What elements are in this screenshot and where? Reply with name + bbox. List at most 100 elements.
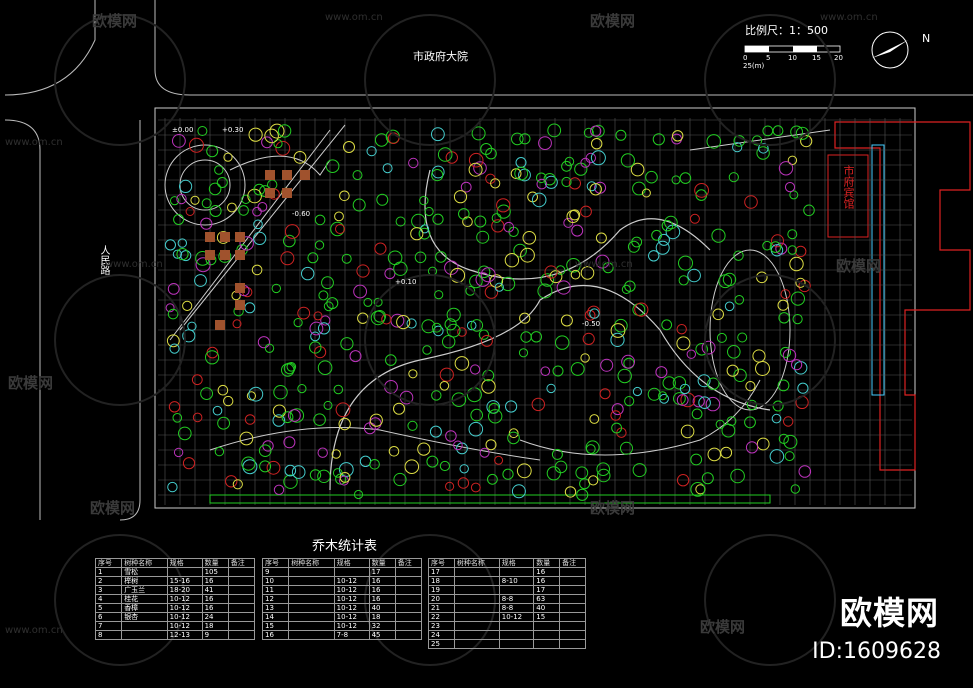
tree-symbol [194, 274, 207, 287]
tree-symbol [165, 303, 175, 313]
watermark-7: 欧模网 [700, 618, 746, 636]
elevation-e: +0.10 [395, 278, 417, 286]
tree-symbol [214, 446, 225, 457]
tree-box [220, 232, 230, 242]
south-hedge [209, 494, 771, 504]
tree-symbol [489, 274, 504, 288]
tree-symbol [431, 322, 442, 333]
tree-symbol [431, 169, 444, 182]
tree-symbol [477, 265, 491, 279]
table-cell: 13 [261, 603, 290, 613]
tree-symbol [313, 311, 323, 321]
top-road-label: 市政府大院 [413, 50, 468, 63]
tree-symbol [172, 413, 183, 423]
tree-symbol [335, 402, 351, 418]
tree-symbol [271, 283, 281, 294]
table-cell [227, 585, 256, 595]
tree-symbol [384, 268, 396, 280]
tree-symbol [284, 224, 300, 239]
table-cell: 11 [261, 585, 290, 595]
plaza-arc [229, 155, 331, 176]
tree-symbol [641, 188, 651, 198]
table-cell: 8-8 [498, 594, 535, 604]
tree-symbol [374, 133, 389, 147]
tree-symbol [217, 384, 229, 396]
tree-symbol [450, 267, 466, 283]
road-edge-top-left [4, 0, 96, 96]
tree-symbol [782, 348, 797, 363]
tree-symbol [373, 297, 383, 307]
tree-symbol [505, 400, 518, 413]
table-cell [559, 576, 586, 586]
tree-symbol [566, 258, 581, 273]
table-cell: 15 [261, 621, 290, 631]
tree-symbol [201, 198, 212, 209]
tree-symbol [275, 140, 291, 156]
tree-symbol [531, 192, 547, 208]
table-cell: 16 [368, 585, 396, 595]
tree-symbol [661, 220, 674, 232]
tree-box [282, 188, 292, 198]
table-header-cell: 树种名称 [121, 558, 168, 568]
table-cell: 40 [533, 603, 561, 613]
north-arrow-icon [871, 31, 909, 69]
tree-symbol [363, 297, 373, 307]
north-label: N [922, 32, 931, 45]
tree-symbol [339, 472, 351, 483]
tree-symbol [253, 231, 267, 245]
tree-symbol [784, 182, 796, 193]
tree-symbol [784, 451, 795, 462]
tree-symbol [445, 481, 455, 491]
tree-symbol [182, 457, 196, 470]
watermark-url-6: www.om.cn [5, 625, 63, 636]
tree-symbol [591, 124, 605, 138]
tree-symbol [253, 183, 266, 196]
watermark-url-2: www.om.cn [820, 12, 878, 23]
tree-symbol [253, 219, 263, 230]
tree-symbol [630, 162, 645, 177]
tree-symbol [320, 315, 331, 326]
tree-symbol [726, 416, 737, 427]
table-cell: 16 [261, 630, 290, 640]
tree-symbol [167, 308, 179, 320]
scale-tick-15: 15 [812, 54, 821, 62]
tree-symbols [164, 123, 815, 501]
tree-symbol [385, 354, 397, 366]
tree-symbol [470, 408, 484, 422]
table-cell: 17 [533, 585, 561, 595]
tree-symbol [571, 224, 584, 237]
table-cell [288, 630, 335, 640]
tree-symbol [744, 416, 756, 429]
tree-symbol [387, 250, 403, 266]
tree-symbol [800, 135, 813, 148]
table-cell [227, 567, 256, 577]
table-cell: 9 [201, 630, 229, 640]
tree-symbol [216, 177, 228, 188]
tree-symbol [662, 376, 676, 390]
tree-symbol [444, 260, 459, 275]
tree-symbol [334, 211, 344, 222]
tree-symbol [518, 348, 529, 358]
table-cell [227, 612, 256, 622]
tree-symbol [288, 409, 301, 422]
table-cell [227, 621, 256, 631]
tree-symbol [544, 265, 558, 279]
tree-symbol [283, 234, 296, 248]
tree-symbol [408, 157, 419, 169]
table-header-cell: 序号 [94, 558, 123, 568]
left-road-label: 人民路 [98, 245, 109, 275]
tree-symbol [737, 332, 748, 343]
tree-symbol [510, 168, 522, 180]
tree-symbol [168, 401, 181, 413]
tree-symbol [241, 194, 251, 205]
tree-symbol [341, 253, 352, 264]
tree-symbol [173, 214, 185, 225]
table-header-cell: 树种名称 [288, 558, 335, 568]
table-header-row: 序号树种名称规格数量备注 [428, 558, 586, 568]
table-cell: 19 [428, 585, 455, 595]
tree-symbol [792, 314, 803, 325]
tree-symbol [590, 125, 602, 137]
